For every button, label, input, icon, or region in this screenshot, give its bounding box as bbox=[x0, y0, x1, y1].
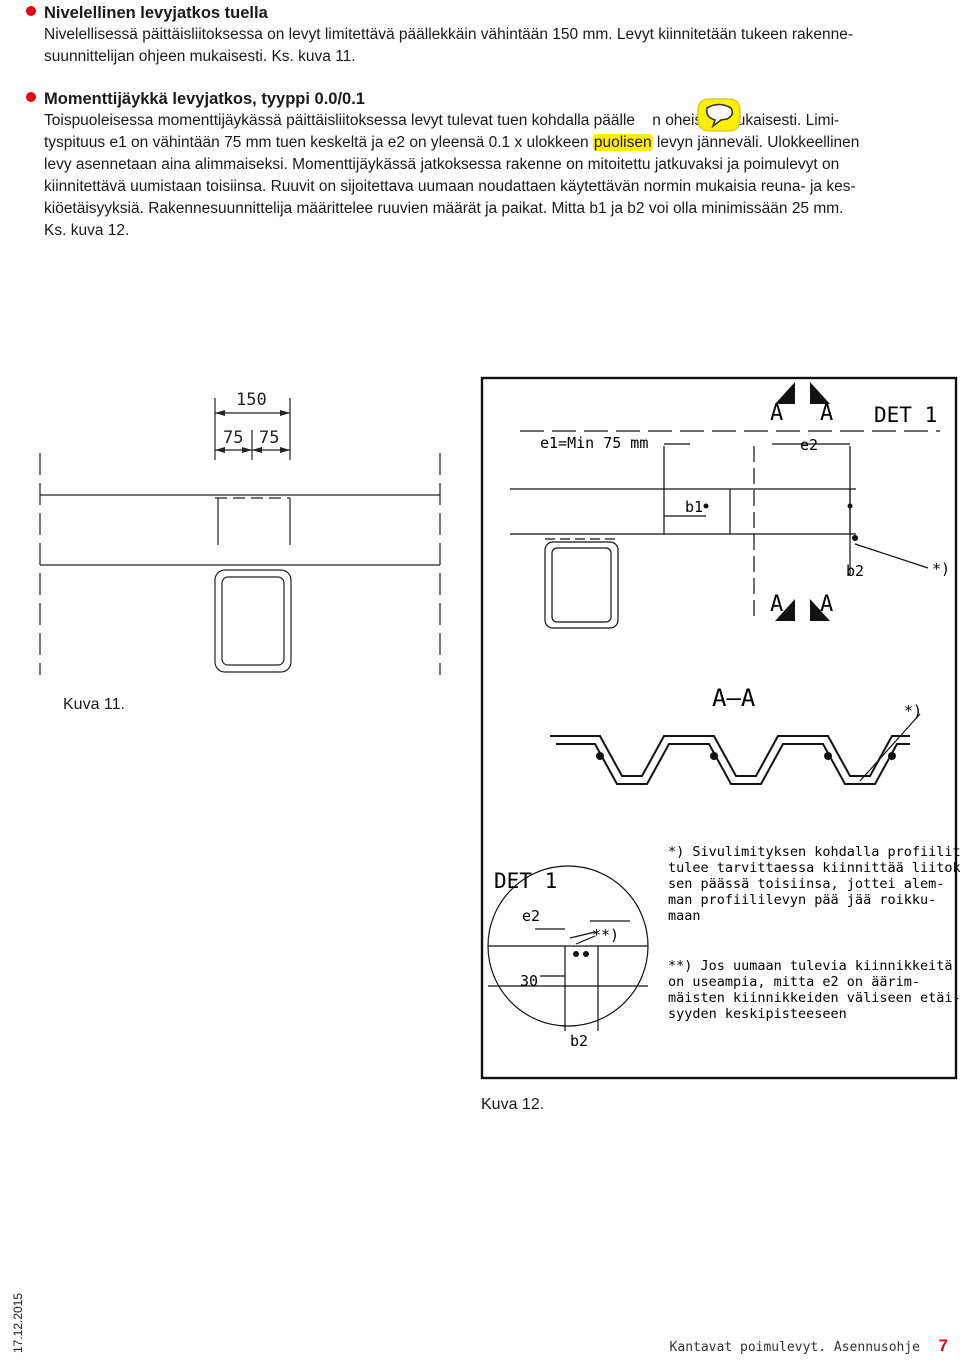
section-marker-label: A bbox=[770, 592, 783, 617]
note-ref-label: **) bbox=[592, 926, 619, 944]
dimension-label: 75 bbox=[259, 428, 279, 448]
section-momenttijaykka: Momenttijäykkä levyjatkos, tyyppi 0.0/0.… bbox=[26, 88, 934, 242]
b2-label: b2 bbox=[570, 1032, 588, 1050]
footer-date: 17.12.2015 bbox=[11, 1292, 26, 1354]
dimension-label: 30 bbox=[520, 972, 538, 990]
detail-label: DET 1 bbox=[874, 403, 937, 427]
section-marker-label: A bbox=[770, 401, 783, 426]
page-number: 7 bbox=[938, 1336, 948, 1355]
note-1: *) Sivulimityksen kohdalla profiilit tul… bbox=[668, 844, 960, 924]
figure-caption: Kuva 11. bbox=[63, 696, 125, 713]
svg-text:syyden keskipisteeseen: syyden keskipisteeseen bbox=[668, 1006, 847, 1022]
section-marker-label: A bbox=[820, 592, 833, 617]
paragraph-line: Toispuoleisessa momenttijäykässä päittäi… bbox=[44, 112, 840, 129]
figure-caption: Kuva 12. bbox=[481, 1096, 545, 1113]
bullet-icon bbox=[26, 92, 36, 102]
dimension-label: 150 bbox=[236, 390, 267, 410]
bullet-icon bbox=[26, 6, 36, 16]
e1-label: e1=Min 75 mm bbox=[540, 434, 648, 452]
detail-title: DET 1 bbox=[494, 869, 557, 893]
section-marker-label: A bbox=[820, 401, 833, 426]
svg-text:sen päässä toisiinsa, jottei a: sen päässä toisiinsa, jottei alem- bbox=[668, 876, 944, 892]
svg-text:**) Jos uumaan tulevia kiinnik: **) Jos uumaan tulevia kiinnikkeitä bbox=[668, 958, 952, 974]
note-ref-label: *) bbox=[932, 560, 950, 578]
svg-text:*) Sivulimityksen kohdalla pr: *) Sivulimityksen kohdalla profiilit bbox=[668, 844, 960, 860]
section-title: A—A bbox=[712, 684, 756, 712]
dimension-label: 75 bbox=[223, 428, 243, 448]
b2-label: b2 bbox=[846, 562, 864, 580]
paragraph-line: Ks. kuva 12. bbox=[44, 222, 130, 239]
footer-title: Kantavat poimulevyt. Asennusohje bbox=[669, 1340, 920, 1355]
e2-label: e2 bbox=[522, 907, 540, 925]
section-heading: Nivelellinen levyjatkos tuella bbox=[44, 4, 268, 22]
svg-text:man profiililevyn pää jää roik: man profiililevyn pää jää roikku- bbox=[668, 892, 936, 908]
b1-label: b1 bbox=[685, 498, 703, 516]
paragraph-line: kiinnitettävä uumistaan toisiinsa. Ruuvi… bbox=[44, 178, 856, 195]
svg-text:on useampia, mitta e2 on äärim: on useampia, mitta e2 on äärim- bbox=[668, 974, 920, 990]
highlighted-word[interactable]: puolisen bbox=[592, 134, 653, 151]
svg-text:tulee tarvittaessa kiinnittää: tulee tarvittaessa kiinnittää liitok- bbox=[668, 860, 960, 876]
figure-11-drawing: 150 75 75 bbox=[39, 390, 441, 675]
paragraph-line: tyspituus e1 on vähintään 75 mm tuen kes… bbox=[44, 134, 860, 151]
paragraph-line: suunnittelijan ohjeen mukaisesti. Ks. ku… bbox=[44, 48, 356, 65]
svg-text:mäisten kiinnikkeiden väliseen: mäisten kiinnikkeiden väliseen etäi- bbox=[668, 990, 960, 1006]
section-nivelellinen: Nivelellinen levyjatkos tuella Nivelelli… bbox=[26, 2, 934, 68]
svg-text:maan: maan bbox=[668, 908, 701, 924]
paragraph-line: levy asennetaan aina alimmaiseksi. Momen… bbox=[44, 156, 840, 173]
paragraph-line: kiöetäisyyksiä. Rakennesuunnittelija mää… bbox=[44, 200, 844, 217]
note-ref-label: *) bbox=[904, 702, 922, 720]
note-2: **) Jos uumaan tulevia kiinnikkeitä on u… bbox=[668, 958, 960, 1022]
paragraph-line: Nivelellisessä päittäisliitoksessa on le… bbox=[44, 26, 854, 43]
figure-12-drawing: A A DET 1 e1=Min 75 mm e2 b1 b2 *) A A A… bbox=[480, 376, 960, 1080]
section-heading: Momenttijäykkä levyjatkos, tyyppi 0.0/0.… bbox=[44, 90, 365, 108]
comment-icon[interactable] bbox=[697, 98, 741, 132]
e2-label: e2 bbox=[800, 436, 818, 454]
